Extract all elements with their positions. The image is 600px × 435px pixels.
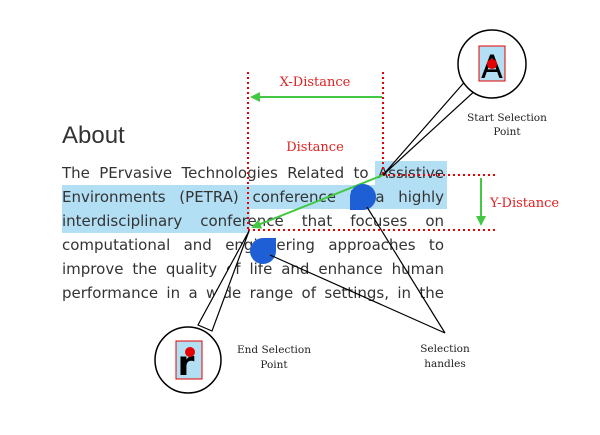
start-magnifier-tail — [382, 77, 479, 176]
selection-highlight-line1 — [375, 161, 447, 185]
handle-callout-line-2 — [269, 254, 446, 334]
paragraph-line-6[interactable]: performance in a wide range of settings,… — [62, 284, 444, 302]
handle-callout-line-1 — [366, 206, 446, 334]
paragraph-line-2[interactable]: Environments (PETRA) conference is a hig… — [62, 188, 444, 206]
start-selection-point-caption-2: Point — [493, 126, 521, 138]
selection-handles-caption-1: Selection — [420, 343, 470, 355]
start-point-dot — [487, 59, 497, 69]
paragraph-line-5[interactable]: improve the quality of life and enhance … — [62, 260, 444, 278]
about-heading: About — [62, 122, 125, 149]
distance-label: Distance — [286, 140, 344, 155]
selection-highlight-line3 — [62, 209, 250, 233]
selection-handle-start[interactable] — [350, 184, 376, 210]
end-point-dot — [185, 347, 195, 357]
selection-highlight-line2 — [62, 185, 447, 209]
start-selection-point-caption-1: Start Selection — [467, 112, 547, 124]
end-magnifier-tail — [197, 230, 250, 332]
start-magnifier-letter-box — [478, 45, 506, 82]
selection-handle-end[interactable] — [250, 238, 276, 264]
distance-arrow — [251, 174, 384, 229]
end-selection-point-caption-1: End Selection — [237, 344, 311, 356]
y-distance-label: Y-Distance — [489, 196, 559, 211]
selection-handles-caption-2: handles — [424, 358, 465, 370]
paragraph-line-1[interactable]: The PErvasive Technologies Related to As… — [62, 164, 444, 182]
end-selection-point-caption-2: Point — [260, 359, 288, 371]
x-distance-label: X-Distance — [280, 75, 351, 90]
